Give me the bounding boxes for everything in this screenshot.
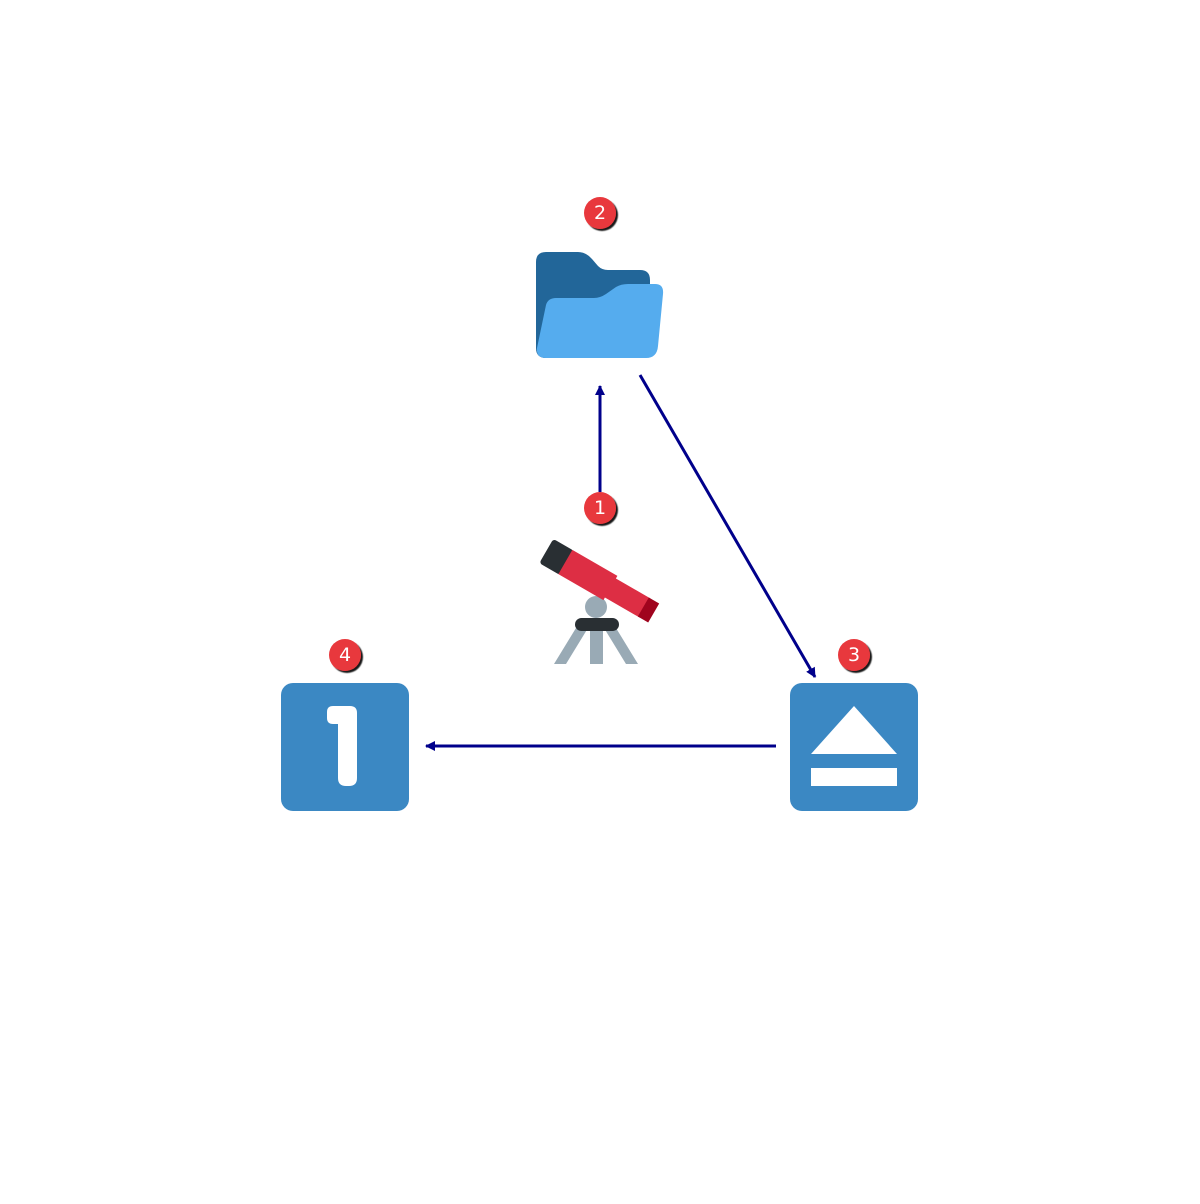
- badge-4: 4: [329, 639, 361, 671]
- eject-icon: [790, 683, 918, 811]
- keycap-one-node: 4: [281, 639, 409, 811]
- badge-label: 2: [594, 202, 606, 224]
- badge-label: 4: [339, 644, 351, 666]
- keycap-digit-one-icon: [281, 683, 409, 811]
- edges: [425, 374, 817, 751]
- edge-folder-to-eject: [638, 374, 817, 678]
- badge-label: 3: [848, 644, 860, 666]
- badge-label: 1: [594, 497, 606, 519]
- folder-icon: [536, 252, 664, 358]
- eject-node: 3: [790, 639, 918, 811]
- folder-node: 2: [536, 197, 664, 358]
- badge-3: 3: [838, 639, 870, 671]
- telescope-node: 1: [540, 492, 660, 664]
- badge-1: 1: [584, 492, 616, 524]
- badge-2: 2: [584, 197, 616, 229]
- telescope-icon: [540, 539, 660, 664]
